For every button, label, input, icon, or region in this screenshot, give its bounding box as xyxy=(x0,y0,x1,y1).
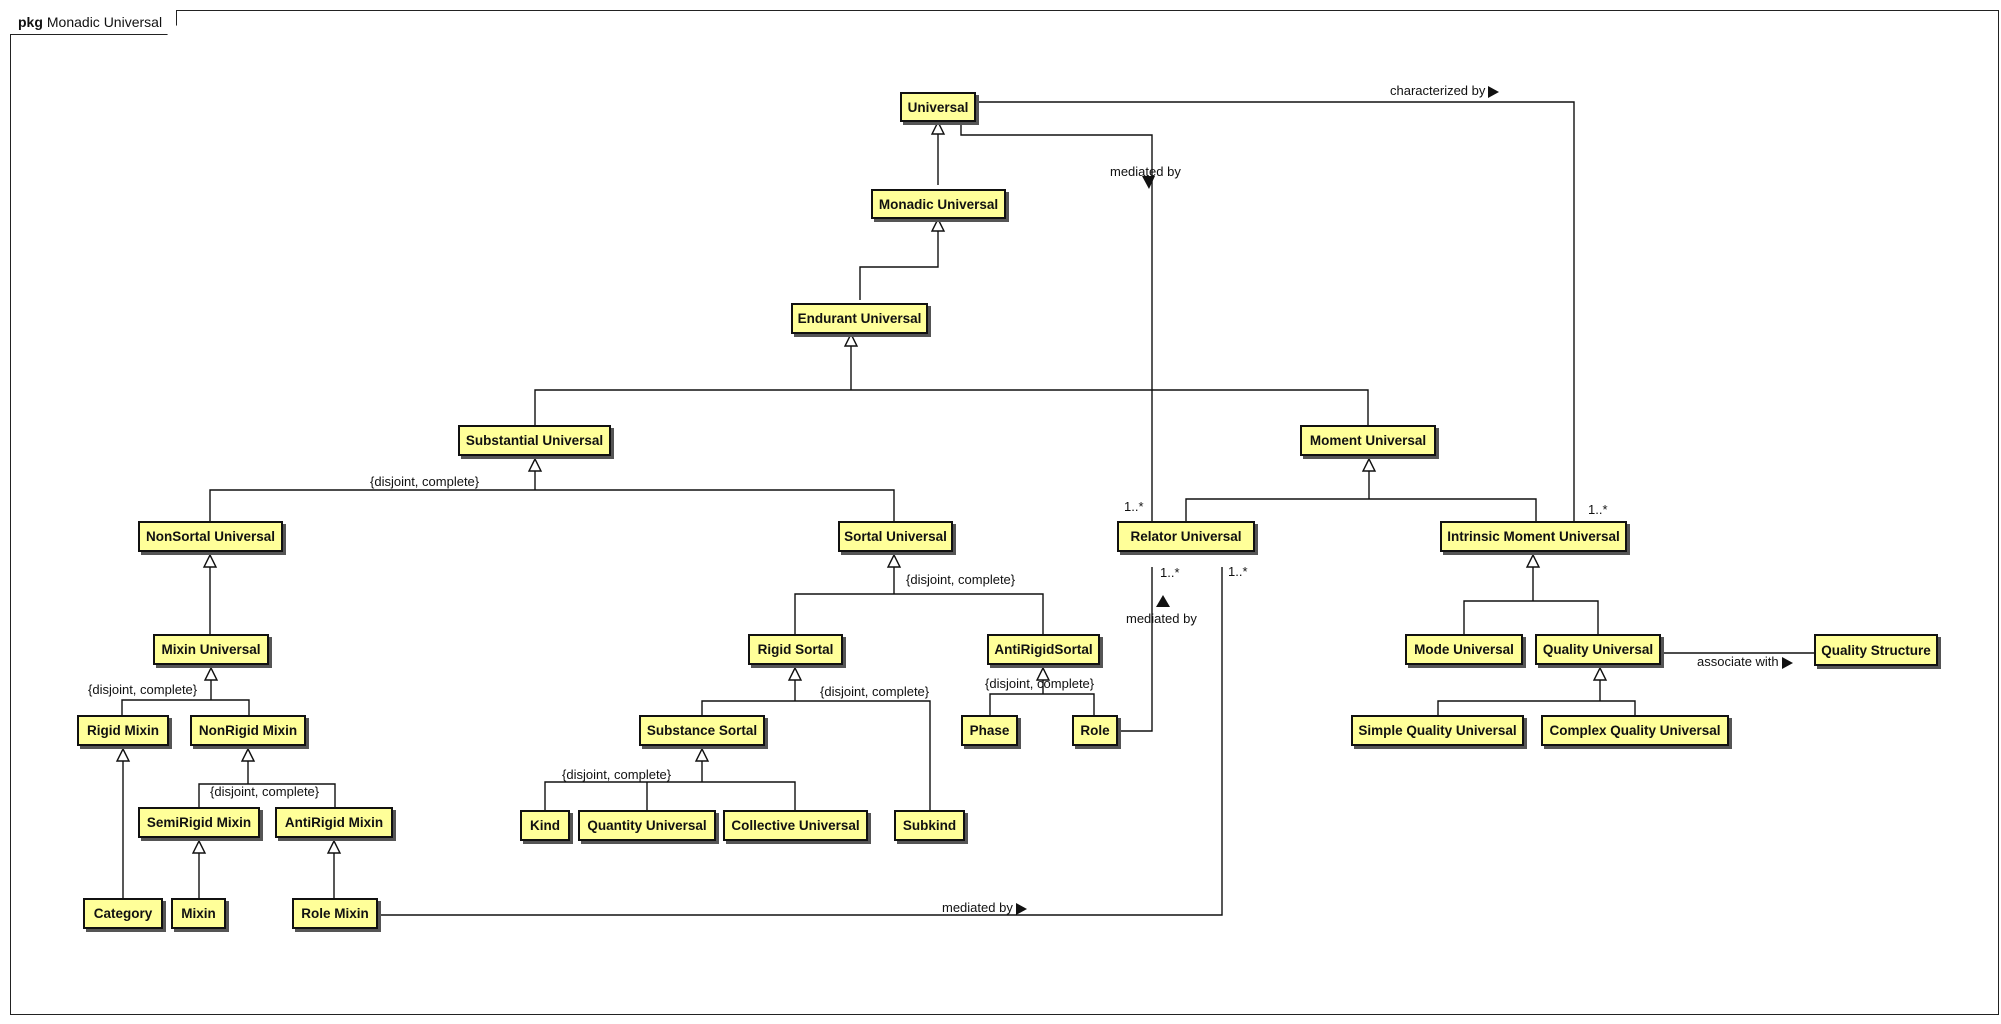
class-sortal-universal[interactable]: Sortal Universal xyxy=(838,521,953,552)
gen-arrow-antirigid-mixin xyxy=(326,839,342,854)
gen-quality-children xyxy=(1437,700,1636,715)
direction-right-icon xyxy=(1488,85,1500,98)
characterized-by-text: characterized by xyxy=(1390,83,1486,98)
gen-arrow-monadic xyxy=(930,217,946,232)
gen-arrow-universal xyxy=(930,120,946,135)
gen-relator-moment xyxy=(1185,498,1537,521)
nav-arrow-mediated-top xyxy=(1142,176,1155,189)
class-antirigid-sortal[interactable]: AntiRigidSortal xyxy=(987,634,1100,665)
nav-arrow-mediated-role xyxy=(1156,595,1170,607)
class-relator-universal[interactable]: Relator Universal xyxy=(1117,521,1255,552)
class-collective-universal[interactable]: Collective Universal xyxy=(723,810,868,841)
gen-arrow-nonrigid-mixin xyxy=(240,747,256,762)
direction-right-icon xyxy=(1781,656,1793,669)
class-endurant-universal[interactable]: Endurant Universal xyxy=(791,303,928,334)
class-role-mixin[interactable]: Role Mixin xyxy=(292,898,378,929)
gen-substantial-endurant xyxy=(534,389,1369,425)
gen-arrow-quality xyxy=(1592,666,1608,681)
gen-arrow-endurant xyxy=(843,332,859,347)
gen-arrow-semirigid xyxy=(191,839,207,854)
gen-mixins xyxy=(121,699,250,715)
gen-sortal-children xyxy=(794,593,1044,634)
package-name: Monadic Universal xyxy=(46,14,163,30)
gen-nonrigid xyxy=(198,783,336,807)
class-rigid-sortal[interactable]: Rigid Sortal xyxy=(748,634,843,665)
class-monadic-universal[interactable]: Monadic Universal xyxy=(871,189,1006,219)
gen-arrow-intrinsic xyxy=(1525,553,1541,568)
gen-arrow-mixin-universal xyxy=(203,666,219,681)
gen-arrow-substantial xyxy=(527,457,543,472)
class-mixin-universal[interactable]: Mixin Universal xyxy=(153,634,269,665)
gen-arrow-nonsortal xyxy=(202,553,218,568)
gen-arrow-rigid-mixin xyxy=(115,747,131,762)
constraint-nonrigid: {disjoint, complete} xyxy=(210,784,320,799)
gen-nonsortal-substantial xyxy=(209,489,895,521)
class-quantity-universal[interactable]: Quantity Universal xyxy=(578,810,716,841)
assoc-mediated-by-top xyxy=(960,123,1153,521)
gen-arrow-sortal xyxy=(886,553,902,568)
class-mode-universal[interactable]: Mode Universal xyxy=(1405,634,1523,665)
gen-intrinsic-children xyxy=(1463,600,1599,634)
class-phase[interactable]: Phase xyxy=(961,715,1018,746)
package-frame xyxy=(10,10,1999,1015)
assoc-role-relator xyxy=(1118,567,1153,732)
gen-arrow-substance xyxy=(694,747,710,762)
gen-arrow-moment xyxy=(1361,457,1377,472)
gen-arrow-rigid-sortal xyxy=(787,666,803,681)
gen-substance-children xyxy=(544,781,796,810)
constraint-antirigid: {disjoint, complete} xyxy=(985,676,1095,691)
class-nonrigid-mixin[interactable]: NonRigid Mixin xyxy=(190,715,306,746)
class-subkind[interactable]: Subkind xyxy=(894,810,965,841)
class-mixin[interactable]: Mixin xyxy=(171,898,226,929)
class-nonsortal-universal[interactable]: NonSortal Universal xyxy=(138,521,283,552)
gen-rigid-children xyxy=(701,700,931,817)
class-rigid-mixin[interactable]: Rigid Mixin xyxy=(77,715,169,746)
class-intrinsic-moment-universal[interactable]: Intrinsic Moment Universal xyxy=(1440,521,1627,552)
assoc-label-mediated-rolemixin: mediated by xyxy=(942,900,1027,915)
class-role[interactable]: Role xyxy=(1072,715,1118,746)
constraint-substance: {disjoint, complete} xyxy=(562,767,672,782)
gen-arrow-antirigid-sortal xyxy=(1035,666,1051,681)
class-moment-universal[interactable]: Moment Universal xyxy=(1300,425,1436,456)
class-universal[interactable]: Universal xyxy=(900,92,976,122)
multiplicity-intrinsic-top: 1..* xyxy=(1588,502,1608,517)
constraint-substantial: {disjoint, complete} xyxy=(370,474,480,489)
class-semirigid-mixin[interactable]: SemiRigid Mixin xyxy=(138,807,260,838)
class-quality-structure[interactable]: Quality Structure xyxy=(1814,634,1938,666)
multiplicity-relator-below-right: 1..* xyxy=(1228,564,1248,579)
assoc-label-mediated-role: mediated by xyxy=(1126,611,1197,626)
constraint-sortal: {disjoint, complete} xyxy=(906,572,1016,587)
assoc-label-mediated-top: mediated by xyxy=(1110,164,1181,179)
class-quality-universal[interactable]: Quality Universal xyxy=(1535,634,1661,665)
multiplicity-relator-below-left: 1..* xyxy=(1160,565,1180,580)
package-keyword: pkg xyxy=(18,14,43,30)
direction-right-icon xyxy=(1015,902,1027,915)
class-kind[interactable]: Kind xyxy=(520,810,570,841)
class-category[interactable]: Category xyxy=(83,898,163,929)
class-substance-sortal[interactable]: Substance Sortal xyxy=(639,715,765,746)
gen-antirigid-children xyxy=(989,693,1095,715)
assoc-characterized-by xyxy=(976,101,1575,521)
class-complex-quality-universal[interactable]: Complex Quality Universal xyxy=(1541,715,1729,746)
class-antirigid-mixin[interactable]: AntiRigid Mixin xyxy=(275,807,393,838)
class-simple-quality-universal[interactable]: Simple Quality Universal xyxy=(1351,715,1524,746)
assoc-label-associate-with: associate with xyxy=(1697,654,1793,669)
mediated-by-rolemixin-text: mediated by xyxy=(942,900,1013,915)
constraint-rigid-sortal: {disjoint, complete} xyxy=(820,684,930,699)
gen-endurant-monadic xyxy=(859,231,939,300)
assoc-rolemixin-relator xyxy=(378,567,1223,916)
constraint-mixin: {disjoint, complete} xyxy=(88,682,198,697)
associate-with-text: associate with xyxy=(1697,654,1779,669)
multiplicity-relator-left: 1..* xyxy=(1124,499,1144,514)
class-substantial-universal[interactable]: Substantial Universal xyxy=(458,425,611,456)
assoc-label-characterized-by: characterized by xyxy=(1390,83,1500,98)
